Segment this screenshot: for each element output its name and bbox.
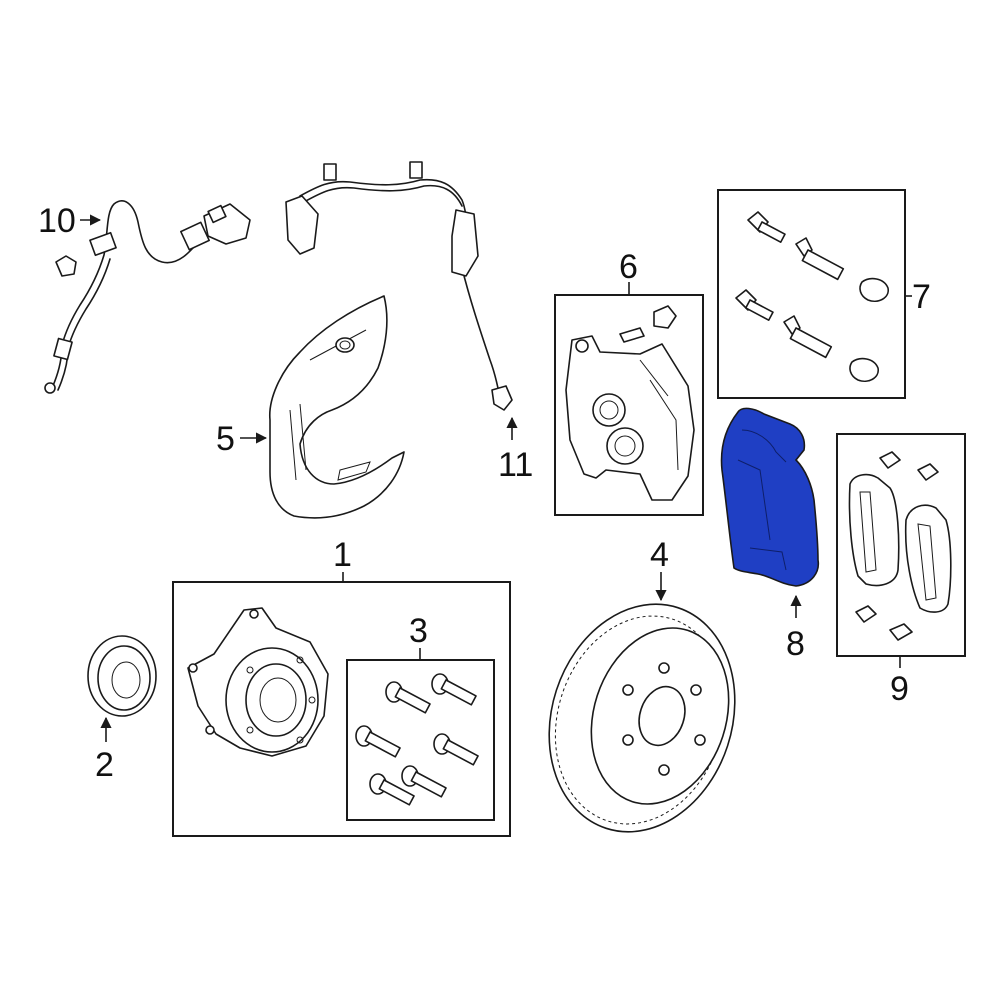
callout-label-9: 9 — [890, 670, 909, 708]
wheel-studs-part[interactable] — [355, 673, 479, 806]
splash-shield-part[interactable] — [269, 295, 405, 519]
callout-label-7: 7 — [912, 278, 931, 316]
callout-6: 6 — [619, 248, 638, 295]
callout-2: 2 — [95, 716, 114, 784]
brake-pads-part[interactable] — [848, 451, 952, 641]
callout-3: 3 — [409, 612, 428, 660]
guide-pin-box — [717, 189, 906, 399]
callout-1: 1 — [333, 536, 352, 582]
callout-label-3: 3 — [409, 612, 428, 650]
callout-label-2: 2 — [95, 746, 114, 784]
abs-sensor-cable-part[interactable] — [285, 161, 513, 411]
brake-caliper-part[interactable] — [565, 305, 695, 501]
callout-label-8: 8 — [786, 625, 805, 663]
guide-pin-bolts-part[interactable] — [735, 211, 889, 383]
highlight-fill — [720, 407, 820, 587]
callout-label-4: 4 — [650, 536, 669, 574]
callout-label-10: 10 — [38, 202, 76, 240]
callout-11: 11 — [498, 416, 533, 484]
callout-label-6: 6 — [619, 248, 638, 286]
callout-8: 8 — [786, 594, 805, 663]
caliper-support-bracket-part[interactable] — [720, 407, 820, 587]
hub-bearing-box — [172, 581, 511, 837]
abs-sensor-harness-part[interactable] — [44, 200, 251, 394]
dust-seal-part[interactable] — [87, 635, 157, 717]
brake-rotor-part[interactable] — [521, 580, 764, 856]
hub-assembly-part[interactable] — [187, 607, 329, 757]
callout-5: 5 — [216, 420, 268, 458]
callout-10: 10 — [38, 202, 102, 240]
callout-label-1: 1 — [333, 536, 352, 574]
callout-label-11: 11 — [498, 446, 533, 484]
callout-9: 9 — [890, 656, 909, 708]
callout-7: 7 — [905, 278, 931, 316]
callout-label-5: 5 — [216, 420, 235, 458]
callout-4: 4 — [650, 536, 669, 602]
brake-pad-box — [836, 433, 966, 657]
